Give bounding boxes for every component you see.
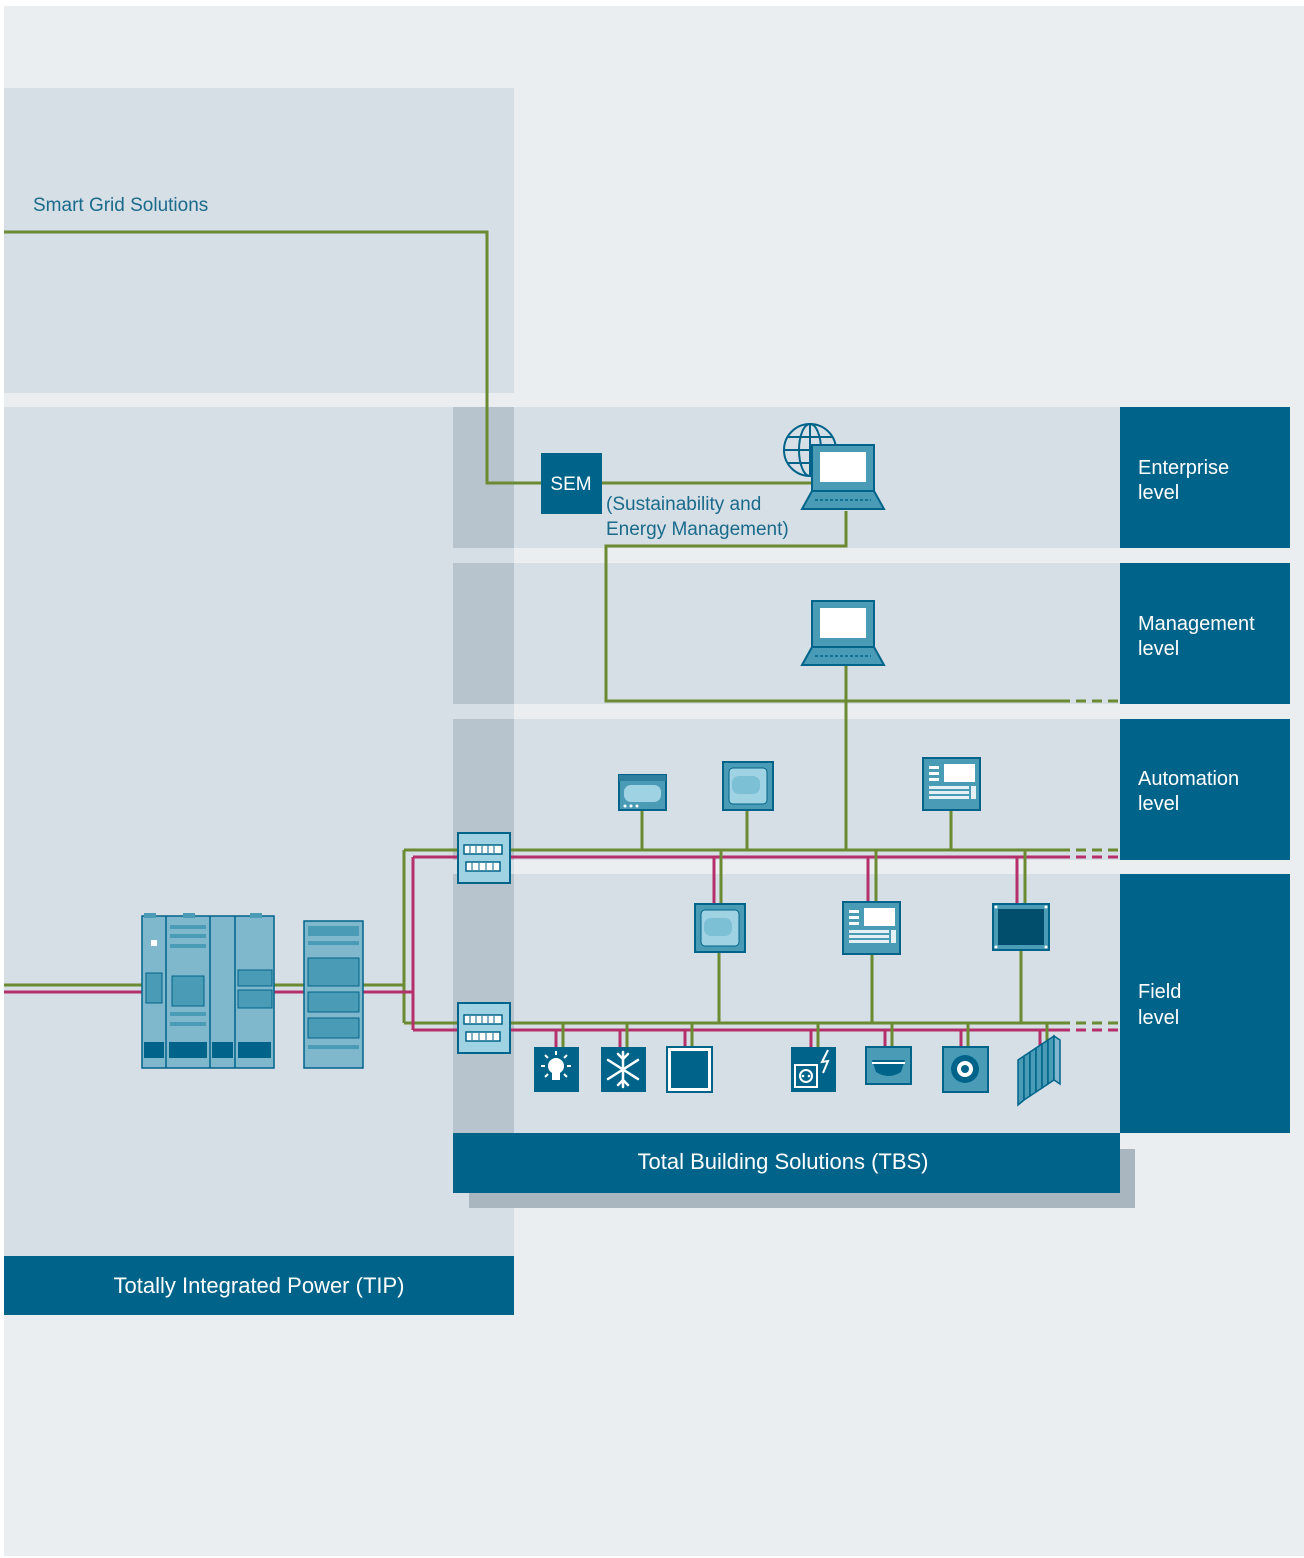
display-panel-icon	[992, 903, 1050, 951]
enterprise-level-line1: Enterprise	[1138, 457, 1229, 479]
touch-panel-icon	[694, 903, 746, 953]
operator-panel-icon	[842, 901, 901, 955]
field-level-line2: level	[1138, 1007, 1179, 1029]
sem-box-label: SEM	[550, 474, 591, 495]
automation-level-panel	[453, 719, 1120, 860]
tip-banner-label: Totally Integrated Power (TIP)	[113, 1273, 404, 1298]
enterprise-management-link	[604, 511, 1060, 703]
touch-panel-icon	[722, 761, 774, 811]
distribution-board-icon	[303, 920, 364, 1069]
field-level-line1: Field	[1138, 981, 1181, 1003]
sem-description-line2: Energy Management)	[606, 519, 789, 540]
laptop-icon	[800, 444, 886, 510]
automation-level-line2: level	[1138, 793, 1179, 815]
management-level-box	[1120, 563, 1290, 704]
bus-coupler-icon	[457, 1002, 511, 1054]
bus-coupler-icon	[457, 832, 511, 884]
enterprise-level-box	[1120, 407, 1290, 548]
smoke-detector-icon	[865, 1046, 912, 1085]
tip-banner	[4, 1256, 514, 1315]
switchgear-icon	[141, 913, 275, 1069]
management-level-line2: level	[1138, 638, 1179, 660]
management-level-panel	[453, 563, 1120, 704]
enterprise-level-line2: level	[1138, 482, 1179, 504]
sensor-icon	[942, 1046, 989, 1093]
panel-device-icon	[666, 1046, 713, 1093]
power-socket-icon	[791, 1047, 836, 1092]
snowflake-icon	[601, 1047, 646, 1092]
level-labels: Enterprise level Management level Automa…	[1120, 407, 1290, 1133]
sem-description-line1: (Sustainability and	[606, 494, 761, 515]
radiator-icon	[1017, 1034, 1061, 1107]
light-bulb-icon	[534, 1047, 579, 1092]
tip-panel	[4, 407, 514, 1257]
level-panels	[453, 407, 1120, 1133]
smart-grid-link	[4, 230, 541, 485]
controller-icon	[618, 774, 667, 811]
operator-panel-icon	[922, 757, 981, 811]
tbs-banner-label: Total Building Solutions (TBS)	[637, 1149, 928, 1174]
management-level-line1: Management	[1138, 613, 1255, 635]
automation-level-box	[1120, 719, 1290, 860]
smart-grid-label: Smart Grid Solutions	[33, 195, 208, 216]
tbs-banner	[453, 1133, 1120, 1193]
smart-grid-panel	[4, 88, 514, 393]
sem-box	[541, 453, 602, 514]
field-level-box	[1120, 874, 1290, 1133]
automation-level-line1: Automation	[1138, 768, 1239, 790]
laptop-icon	[800, 600, 886, 666]
